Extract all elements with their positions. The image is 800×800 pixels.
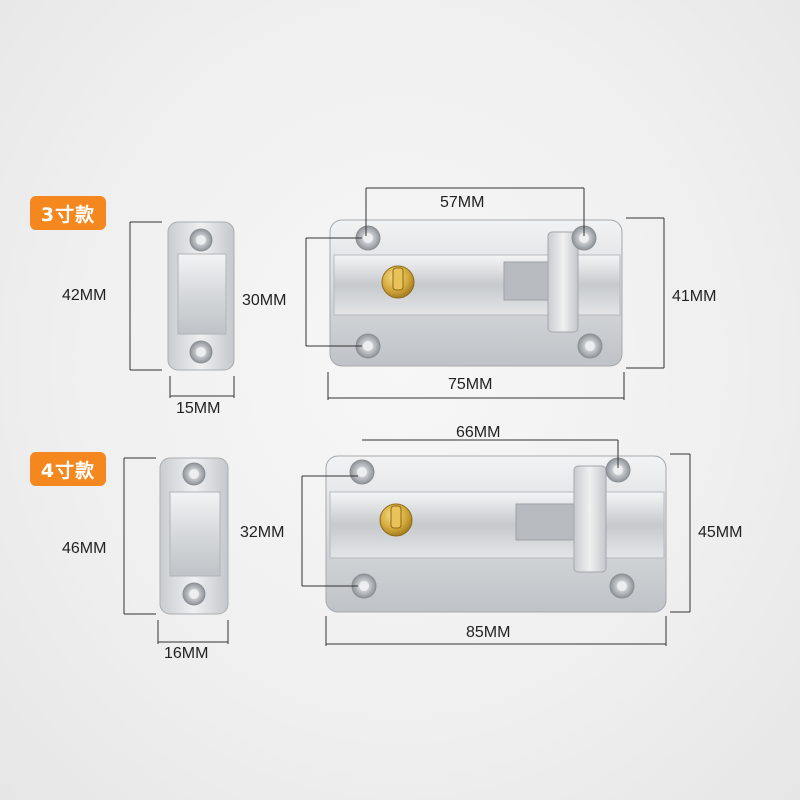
keeper-3in <box>167 221 235 371</box>
keeper-4in-height-label: 46MM <box>62 540 107 557</box>
keeper-3in-dim-lines <box>129 221 235 398</box>
bolt-4in-length-label: 85MM <box>466 624 511 641</box>
variant-badge-3in: 3寸款 <box>30 196 106 230</box>
bolt-4in <box>325 455 667 613</box>
bolt-4in-hole-spacing-top-label: 66MM <box>456 424 501 441</box>
keeper-4in-dim-lines <box>123 457 229 644</box>
bolt-3in-hole-spacing-vertical-label: 30MM <box>242 292 287 309</box>
variant-badge-4in: 4寸款 <box>30 452 106 486</box>
bolt-4in-hole-spacing-vertical-label: 32MM <box>240 524 285 541</box>
bolt-3in-length-label: 75MM <box>448 376 493 393</box>
bolt-4in-height-label: 45MM <box>698 524 743 541</box>
bolt-3in <box>329 219 623 367</box>
keeper-4in <box>159 457 229 615</box>
keeper-4in-width-label: 16MM <box>164 645 209 662</box>
bolt-3in-dim-lines <box>305 187 665 400</box>
bolt-3in-height-label: 41MM <box>672 288 717 305</box>
bolt-4in-dim-lines <box>301 439 691 646</box>
keeper-3in-width-label: 15MM <box>176 400 221 417</box>
bolt-3in-hole-spacing-top-label: 57MM <box>440 194 485 211</box>
keeper-3in-height-label: 42MM <box>62 287 107 304</box>
